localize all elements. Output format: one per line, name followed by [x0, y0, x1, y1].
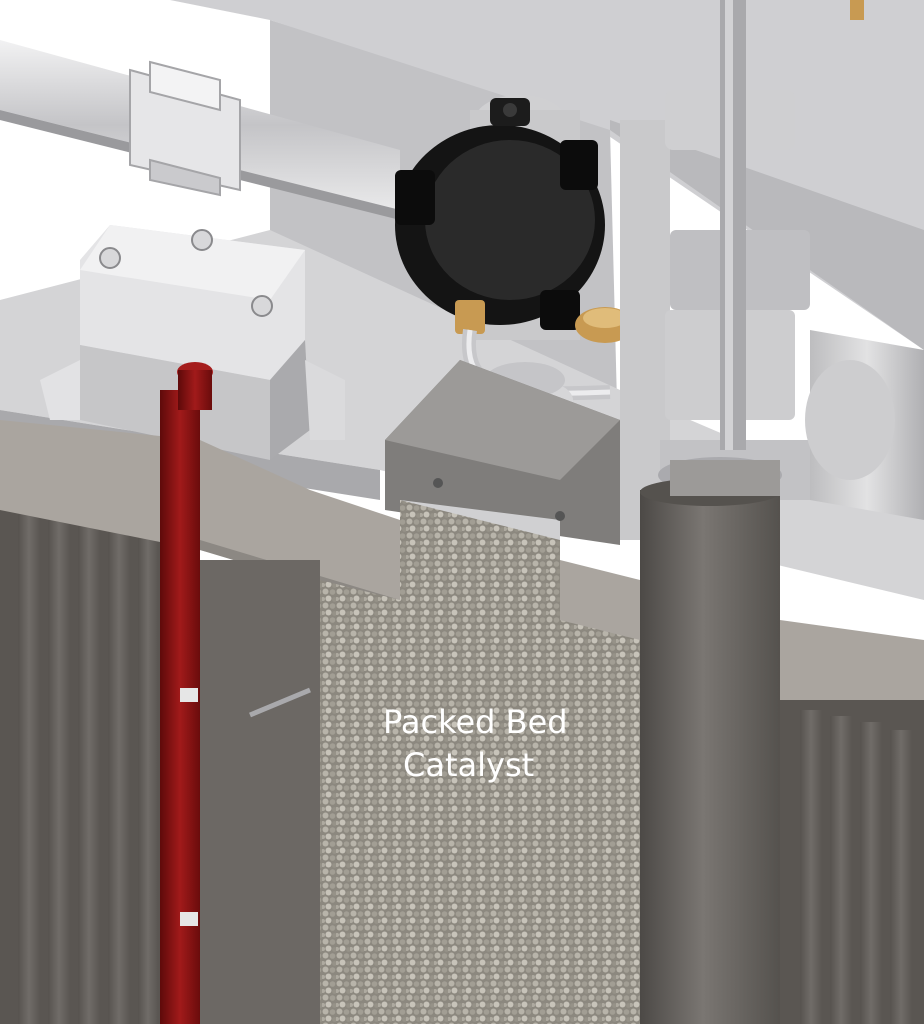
left-fin-bank	[0, 470, 160, 1024]
main-vertical-pipe	[640, 460, 780, 1024]
inner-wall	[200, 560, 320, 1024]
heater-rod	[160, 362, 213, 1024]
right-outlet-pipe	[805, 330, 924, 520]
right-fin-bank	[560, 560, 924, 1024]
label-line-2: Catalyst	[403, 746, 534, 784]
conduit-rod-assembly	[0, 40, 400, 220]
junction-box-enclosure	[395, 95, 605, 340]
label-line-1: Packed Bed	[383, 703, 568, 741]
wire	[249, 687, 311, 718]
brass-fittings	[455, 0, 864, 343]
catalyst-bed	[320, 500, 640, 1024]
